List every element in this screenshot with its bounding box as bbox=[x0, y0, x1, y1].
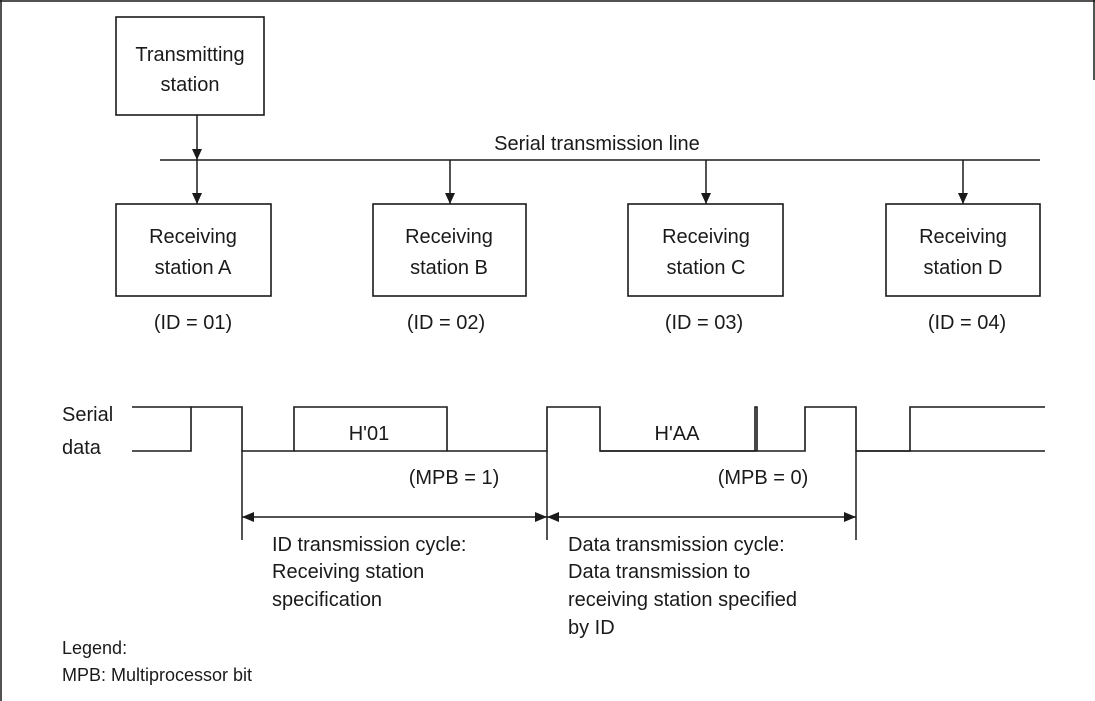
receiver-b-id: (ID = 02) bbox=[407, 312, 485, 334]
receiver-c-line1: Receiving bbox=[662, 226, 750, 248]
id-cycle-description: ID transmission cycle: Receiving station… bbox=[272, 534, 467, 611]
data-cycle-line3: receiving station specified bbox=[568, 589, 797, 611]
data-cycle-line1: Data transmission cycle: bbox=[568, 534, 785, 556]
receiver-a-line1: Receiving bbox=[149, 226, 237, 248]
receiving-station-b: Receiving station B bbox=[372, 203, 527, 297]
data-cycle-line4: by ID bbox=[568, 617, 615, 639]
receiver-d-id: (ID = 04) bbox=[928, 312, 1006, 334]
transmitting-station: Transmitting station bbox=[115, 16, 265, 116]
frame1-data-label: H'01 bbox=[349, 423, 390, 445]
id-cycle-line3: specification bbox=[272, 589, 382, 611]
receiver-b-line2: station B bbox=[410, 257, 488, 279]
serial-data-label-line1: Serial bbox=[62, 404, 113, 426]
receiver-arrowheads bbox=[192, 193, 968, 204]
serial-data-label-line2: data bbox=[62, 437, 102, 459]
receiving-station-a: Receiving station A bbox=[115, 203, 272, 297]
transmitter-arrowhead bbox=[192, 149, 202, 160]
receiving-station-c: Receiving station C bbox=[627, 203, 784, 297]
receiver-drop-arrows bbox=[196, 160, 964, 204]
data-cycle-line2: Data transmission to bbox=[568, 561, 750, 583]
frame1-mpb-label: (MPB = 1) bbox=[409, 467, 500, 489]
receiver-c-id: (ID = 03) bbox=[665, 312, 743, 334]
transmitter-label-line1: Transmitting bbox=[135, 44, 244, 66]
receiver-d-line1: Receiving bbox=[919, 226, 1007, 248]
legend-title: Legend: bbox=[62, 638, 127, 658]
data-cycle-arrow bbox=[547, 512, 856, 522]
id-cycle-arrow bbox=[242, 512, 547, 522]
legend: Legend: MPB: Multiprocessor bit bbox=[62, 638, 252, 685]
receiver-c-line2: station C bbox=[667, 257, 746, 279]
data-cycle-description: Data transmission cycle: Data transmissi… bbox=[568, 534, 797, 639]
legend-entry-mpb: MPB: Multiprocessor bit bbox=[62, 665, 252, 685]
id-cycle-line2: Receiving station bbox=[272, 561, 424, 583]
bus-label: Serial transmission line bbox=[494, 133, 700, 155]
frame2-mpb-label: (MPB = 0) bbox=[718, 467, 809, 489]
receiving-station-d: Receiving station D bbox=[885, 203, 1041, 297]
receiver-a-line2: station A bbox=[155, 257, 232, 279]
receiver-a-id: (ID = 01) bbox=[154, 312, 232, 334]
receiver-b-line1: Receiving bbox=[405, 226, 493, 248]
serial-data-waveform bbox=[132, 406, 1045, 452]
id-cycle-line1: ID transmission cycle: bbox=[272, 534, 467, 556]
cycle-boundaries bbox=[241, 451, 857, 540]
frame2-data-label: H'AA bbox=[655, 423, 701, 445]
receiver-d-line2: station D bbox=[924, 257, 1003, 279]
transmitter-label-line2: station bbox=[161, 74, 220, 96]
